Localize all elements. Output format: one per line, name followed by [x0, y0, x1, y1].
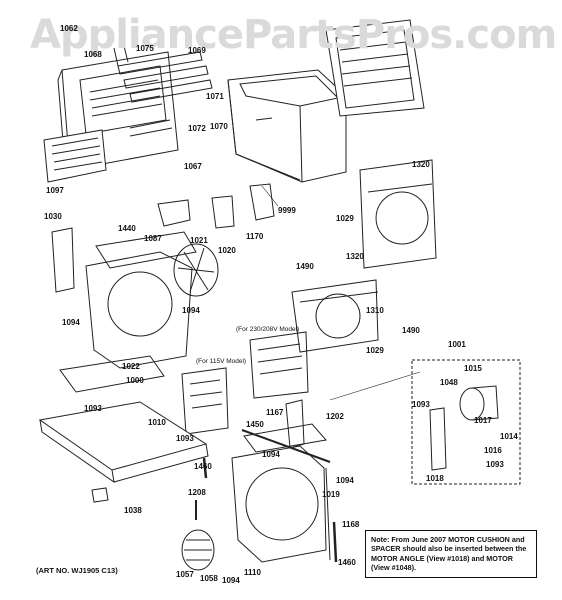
label-1170: 1170 [246, 232, 264, 241]
label-9999: 9999 [278, 206, 296, 215]
label-1062: 1062 [60, 24, 78, 33]
label-1460a: 1460 [194, 462, 212, 471]
control-115v [181, 367, 229, 435]
manual-sheet [249, 183, 275, 221]
label-1208: 1208 [188, 488, 206, 497]
label-1038: 1038 [124, 506, 142, 515]
sublabel-115v: (For 115V Model) [196, 358, 247, 365]
label-1093b: 1093 [176, 434, 194, 443]
control-detail-115 [189, 379, 223, 409]
cabinet-case [227, 69, 347, 183]
label-1094e: 1094 [222, 576, 240, 585]
note-box: Note: From June 2007 MOTOR CUSHION and S… [365, 530, 537, 578]
label-1019: 1019 [322, 490, 340, 499]
blower-vanes [184, 539, 212, 561]
label-1168: 1168 [342, 520, 360, 529]
shroud-1022 [85, 231, 197, 369]
label-1320a: 1320 [412, 160, 430, 169]
control-230v [249, 331, 309, 399]
label-1071: 1071 [206, 92, 224, 101]
vent-1030 [51, 227, 75, 293]
label-1029b: 1029 [366, 346, 384, 355]
label-1020: 1020 [218, 246, 236, 255]
motor-1048 [459, 385, 499, 421]
label-1087: 1087 [144, 234, 162, 243]
partition-1310 [291, 279, 379, 353]
label-1021: 1021 [190, 236, 208, 245]
label-1110: 1110 [244, 568, 261, 577]
label-1001: 1001 [448, 340, 466, 349]
label-1450: 1450 [246, 420, 264, 429]
base-pan [38, 355, 209, 484]
label-1075: 1075 [136, 44, 154, 53]
label-1094b: 1094 [182, 306, 200, 315]
label-1048: 1048 [440, 378, 458, 387]
label-1068: 1068 [84, 50, 102, 59]
label-1067: 1067 [184, 162, 202, 171]
label-1069: 1069 [188, 46, 206, 55]
label-1093c: 1093 [412, 400, 430, 409]
part-1167 [285, 399, 305, 449]
label-1022: 1022 [122, 362, 140, 371]
label-1000: 1000 [126, 376, 144, 385]
partition-1029 [359, 159, 437, 269]
rod-1450 [241, 429, 331, 463]
label-1320b: 1320 [346, 252, 364, 261]
label-1167: 1167 [266, 408, 284, 417]
control-detail [257, 343, 303, 375]
label-1093a: 1093 [84, 404, 102, 413]
blower-wheel [181, 529, 215, 571]
label-1029a: 1029 [336, 214, 354, 223]
label-1094d: 1094 [336, 476, 354, 485]
label-1058: 1058 [200, 574, 218, 583]
label-1310: 1310 [366, 306, 384, 315]
fan-1021 [173, 243, 219, 297]
label-1490b: 1490 [402, 326, 420, 335]
label-1202: 1202 [326, 412, 344, 421]
label-1094a: 1094 [62, 318, 80, 327]
art-number: (ART NO. WJ1905 C13) [36, 566, 118, 575]
rear-grille [325, 19, 425, 117]
motor-assembly-box [411, 359, 521, 485]
label-1014: 1014 [500, 432, 518, 441]
label-1030: 1030 [44, 212, 62, 221]
leader-lines [261, 185, 421, 401]
label-1070: 1070 [210, 122, 228, 131]
watermark: AppliancePartsPros.com [30, 12, 557, 58]
label-1016: 1016 [484, 446, 502, 455]
rod-1460a [202, 457, 208, 479]
label-1015: 1015 [464, 364, 482, 373]
label-1093d: 1093 [486, 460, 504, 469]
label-1440: 1440 [118, 224, 136, 233]
filter-1097 [43, 129, 107, 183]
rod-1460b [332, 521, 338, 563]
sublabel-230v: (For 230/208V Model) [236, 326, 300, 333]
label-1018: 1018 [426, 474, 444, 483]
fan-blades [177, 247, 215, 293]
label-1010: 1010 [148, 418, 166, 427]
bracket-1087 [157, 199, 191, 227]
label-1097: 1097 [46, 186, 64, 195]
louvers [113, 45, 213, 103]
bracket-1170 [211, 195, 235, 229]
part-1038 [91, 487, 109, 503]
label-1057: 1057 [176, 570, 194, 579]
condenser-frame [231, 423, 331, 563]
label-1017: 1017 [474, 416, 492, 425]
label-1460b: 1460 [338, 558, 356, 567]
label-1072: 1072 [188, 124, 206, 133]
motor-angle-1018 [429, 407, 447, 471]
label-1490a: 1490 [296, 262, 314, 271]
label-1094c: 1094 [262, 450, 280, 459]
